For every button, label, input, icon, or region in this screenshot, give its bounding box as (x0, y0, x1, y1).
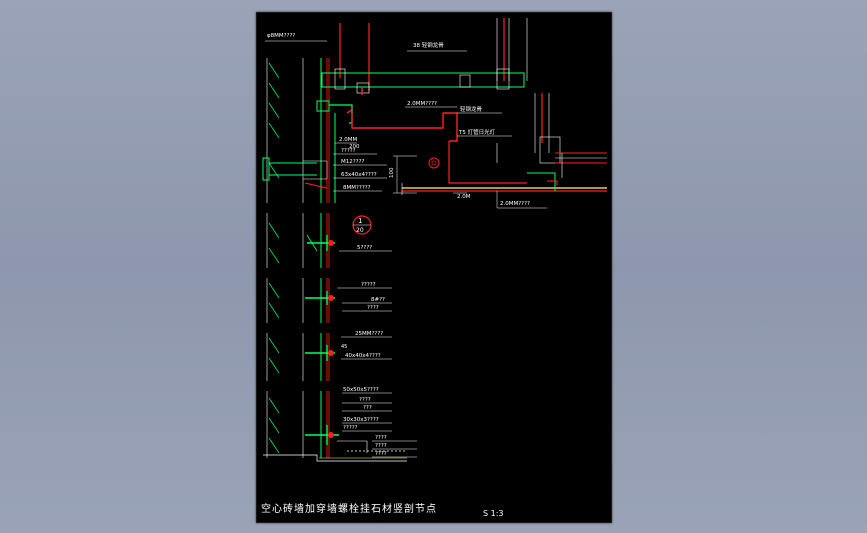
cad-drawing-sheet: φ8MM???? 38 轻钢龙骨 2.0MM???? 轻钢龙骨 T5 灯管日光灯… (256, 12, 612, 523)
bracket-anchor-2 (306, 234, 335, 252)
label-dim-3: 2.0M (457, 194, 471, 200)
label-sec2: 5???? (357, 245, 372, 251)
drawing-scale: S 1:3 (483, 509, 504, 518)
main-keel (321, 68, 525, 95)
leader-lines (265, 40, 547, 458)
label-sec5-c: ??? (363, 405, 372, 411)
label-bolt: ????? (341, 148, 356, 154)
label-thickness-20: 2.0MM???? (407, 101, 437, 107)
section-scale: 20 (356, 227, 364, 234)
label-sec3-c: ???? (367, 305, 379, 311)
label-angle-63: 63x40x4???? (341, 172, 377, 178)
bracket-anchor-4 (305, 345, 335, 361)
label-m12: M12???? (341, 159, 365, 165)
bracket-anchor-1 (262, 157, 328, 189)
label-steel-8: 8MM????? (343, 185, 371, 191)
bracket-anchor-5 (305, 425, 368, 453)
stone-panel-face (320, 58, 336, 458)
label-keel-38: 38 轻钢龙骨 (413, 41, 444, 49)
label-bottom-20: 2.0MM???? (500, 201, 530, 207)
label-sec5-d: 30x30x3???? (343, 417, 379, 423)
annotation-labels: φ8MM???? 38 轻钢龙骨 2.0MM???? 轻钢龙骨 T5 灯管日光灯… (267, 33, 530, 457)
ceiling-hangers-white (496, 18, 550, 153)
label-dim-200: 200 (349, 144, 360, 150)
label-top-left: φ8MM???? (267, 33, 295, 39)
label-sec4-dim: 45 (341, 344, 347, 350)
label-dim-100: 100 (389, 167, 395, 178)
ceiling-hangers (339, 18, 543, 143)
drawing-title: 空心砖墙加穿墙螺栓挂石材竖剖节点 (261, 502, 437, 515)
label-sec5-h: ???? (375, 451, 387, 457)
section-marker (352, 215, 372, 235)
label-sec5-g: ???? (375, 443, 387, 449)
label-sec4-b: 40x40x4???? (345, 353, 381, 359)
label-sec3-b: 8#?? (371, 297, 385, 303)
label-keel-light: 轻钢龙骨 (460, 105, 483, 113)
label-sec3-a: ????? (361, 282, 376, 288)
label-sec5-a: 50x50x5???? (343, 387, 379, 393)
label-sec5-f: ???? (375, 435, 387, 441)
wall-hatch (268, 62, 280, 454)
floor-base (263, 450, 407, 462)
ceiling-board (351, 112, 607, 195)
section-number: 1 (358, 217, 362, 225)
label-sec5-e: ????? (343, 425, 358, 431)
label-dim-2: 2.0MM (339, 137, 357, 143)
label-light-box: T5 灯管日光灯 (458, 128, 496, 136)
hollow-brick-wall (266, 58, 304, 458)
bracket-anchor-3 (305, 291, 335, 305)
label-sec5-b: ???? (359, 397, 371, 403)
stone-cladding (326, 58, 330, 458)
fluorescent-tube-icon (428, 157, 440, 169)
light-trough (496, 136, 607, 185)
cad-drawing-canvas: φ8MM???? 38 轻钢龙骨 2.0MM???? 轻钢龙骨 T5 灯管日光灯… (261, 18, 607, 518)
label-sec4-a: 25MM???? (355, 331, 383, 337)
